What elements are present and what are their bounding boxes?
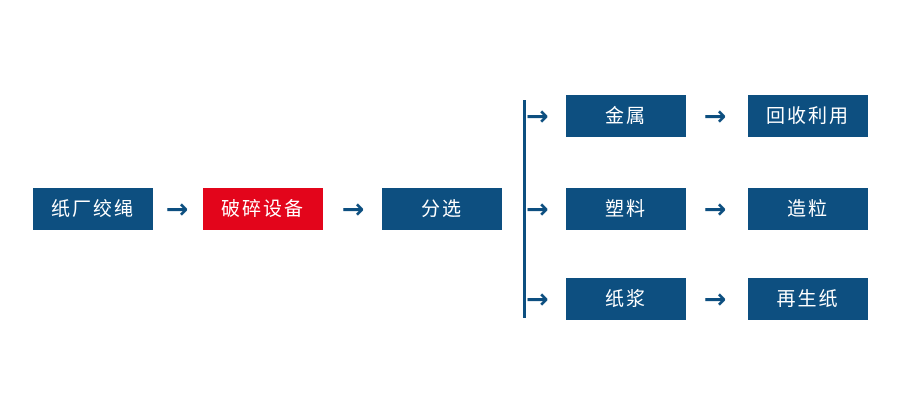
arrow-right-icon: → [703,283,727,315]
branch-arrow-pulp-icon: → [526,283,549,315]
node-pulp-output[interactable]: 再生纸 [748,278,868,320]
node-pulp[interactable]: 纸浆 [566,278,686,320]
node-sorting[interactable]: 分选 [382,188,502,230]
arrow-right-icon: → [165,193,189,225]
node-plastic[interactable]: 塑料 [566,188,686,230]
node-plastic-output[interactable]: 造粒 [748,188,868,230]
arrow-right-icon: → [703,193,727,225]
node-metal[interactable]: 金属 [566,95,686,137]
node-metal-output[interactable]: 回收利用 [748,95,868,137]
node-raw-material[interactable]: 纸厂绞绳 [33,188,153,230]
branch-connector-line [523,100,526,318]
branch-arrow-plastic-icon: → [526,193,549,225]
arrow-right-icon: → [703,100,727,132]
arrow-right-icon: → [341,193,365,225]
node-crusher[interactable]: 破碎设备 [203,188,323,230]
branch-arrow-metal-icon: → [526,100,549,132]
